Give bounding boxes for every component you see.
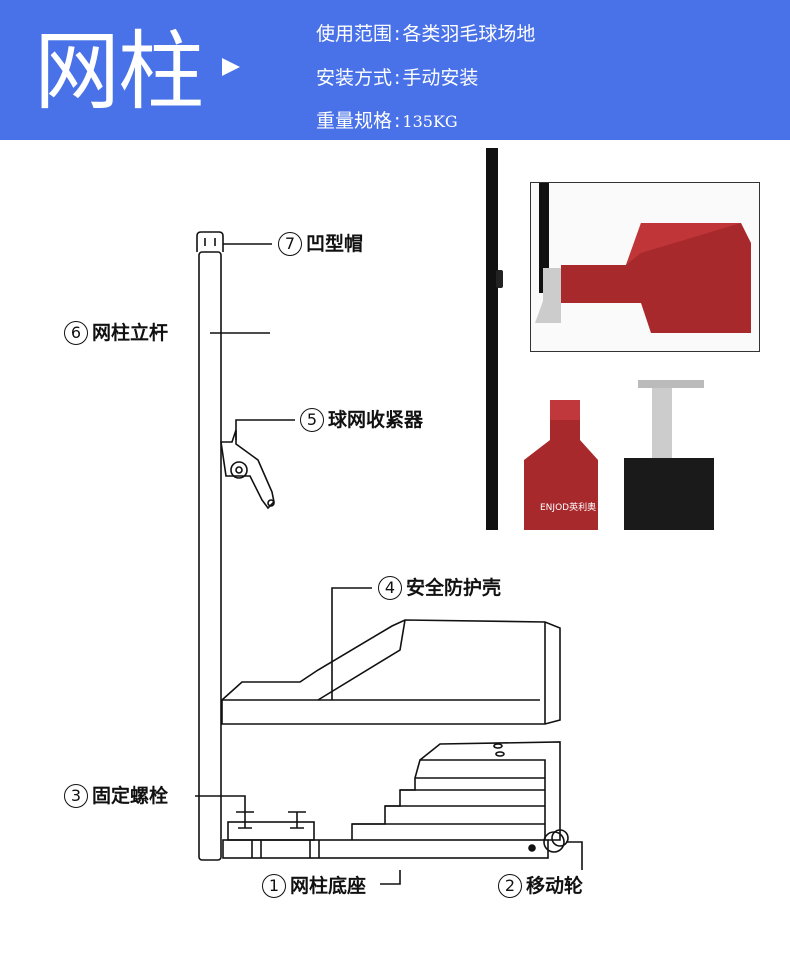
spec-label: 安装方式: [316, 67, 393, 89]
part-name: 安全防护壳: [406, 577, 502, 599]
part-name: 网柱底座: [290, 875, 367, 897]
part-name: 移动轮: [526, 875, 584, 897]
part-number: 5: [300, 408, 324, 432]
spec-sep: :: [394, 23, 401, 45]
photo-shell-illustration: [535, 183, 751, 333]
photo-product-logo: ENJOD英利奥: [540, 501, 596, 513]
spec-value: 135KG: [402, 112, 458, 131]
part-number: 6: [64, 321, 88, 345]
part-name: 固定螺栓: [92, 785, 169, 807]
part-name: 网柱立杆: [92, 322, 169, 344]
triangle-right-icon: [222, 58, 240, 76]
spec-install: 安装方式:手动安装: [316, 66, 478, 90]
spec-label: 使用范围: [316, 23, 393, 45]
photo-products: ENJOD英利奥: [524, 380, 714, 530]
spec-weight: 重量规格:135KG: [316, 109, 458, 134]
part-name: 凹型帽: [306, 233, 364, 255]
spec-label: 重量规格: [316, 110, 393, 132]
spec-value: 手动安装: [402, 67, 479, 89]
part-name: 球网收紧器: [328, 409, 424, 431]
header-banner: 网柱 使用范围:各类羽毛球场地 安装方式:手动安装 重量规格:135KG: [0, 0, 790, 140]
pole-outline: [198, 251, 222, 861]
part-number: 4: [378, 576, 402, 600]
spec-value: 各类羽毛球场地: [402, 23, 536, 45]
part-number: 1: [262, 874, 286, 898]
part-number: 2: [498, 874, 522, 898]
spec-usage: 使用范围:各类羽毛球场地: [316, 22, 535, 46]
page-title: 网柱: [34, 22, 204, 122]
photo-pole: [486, 148, 498, 530]
photo-inset: [530, 182, 760, 352]
cap-outline: [196, 231, 224, 252]
spec-sep: :: [394, 67, 401, 89]
part-number: 7: [278, 232, 302, 256]
photo-pole-knob: [496, 270, 503, 288]
part-number: 3: [64, 784, 88, 808]
spec-sep: :: [394, 110, 401, 132]
